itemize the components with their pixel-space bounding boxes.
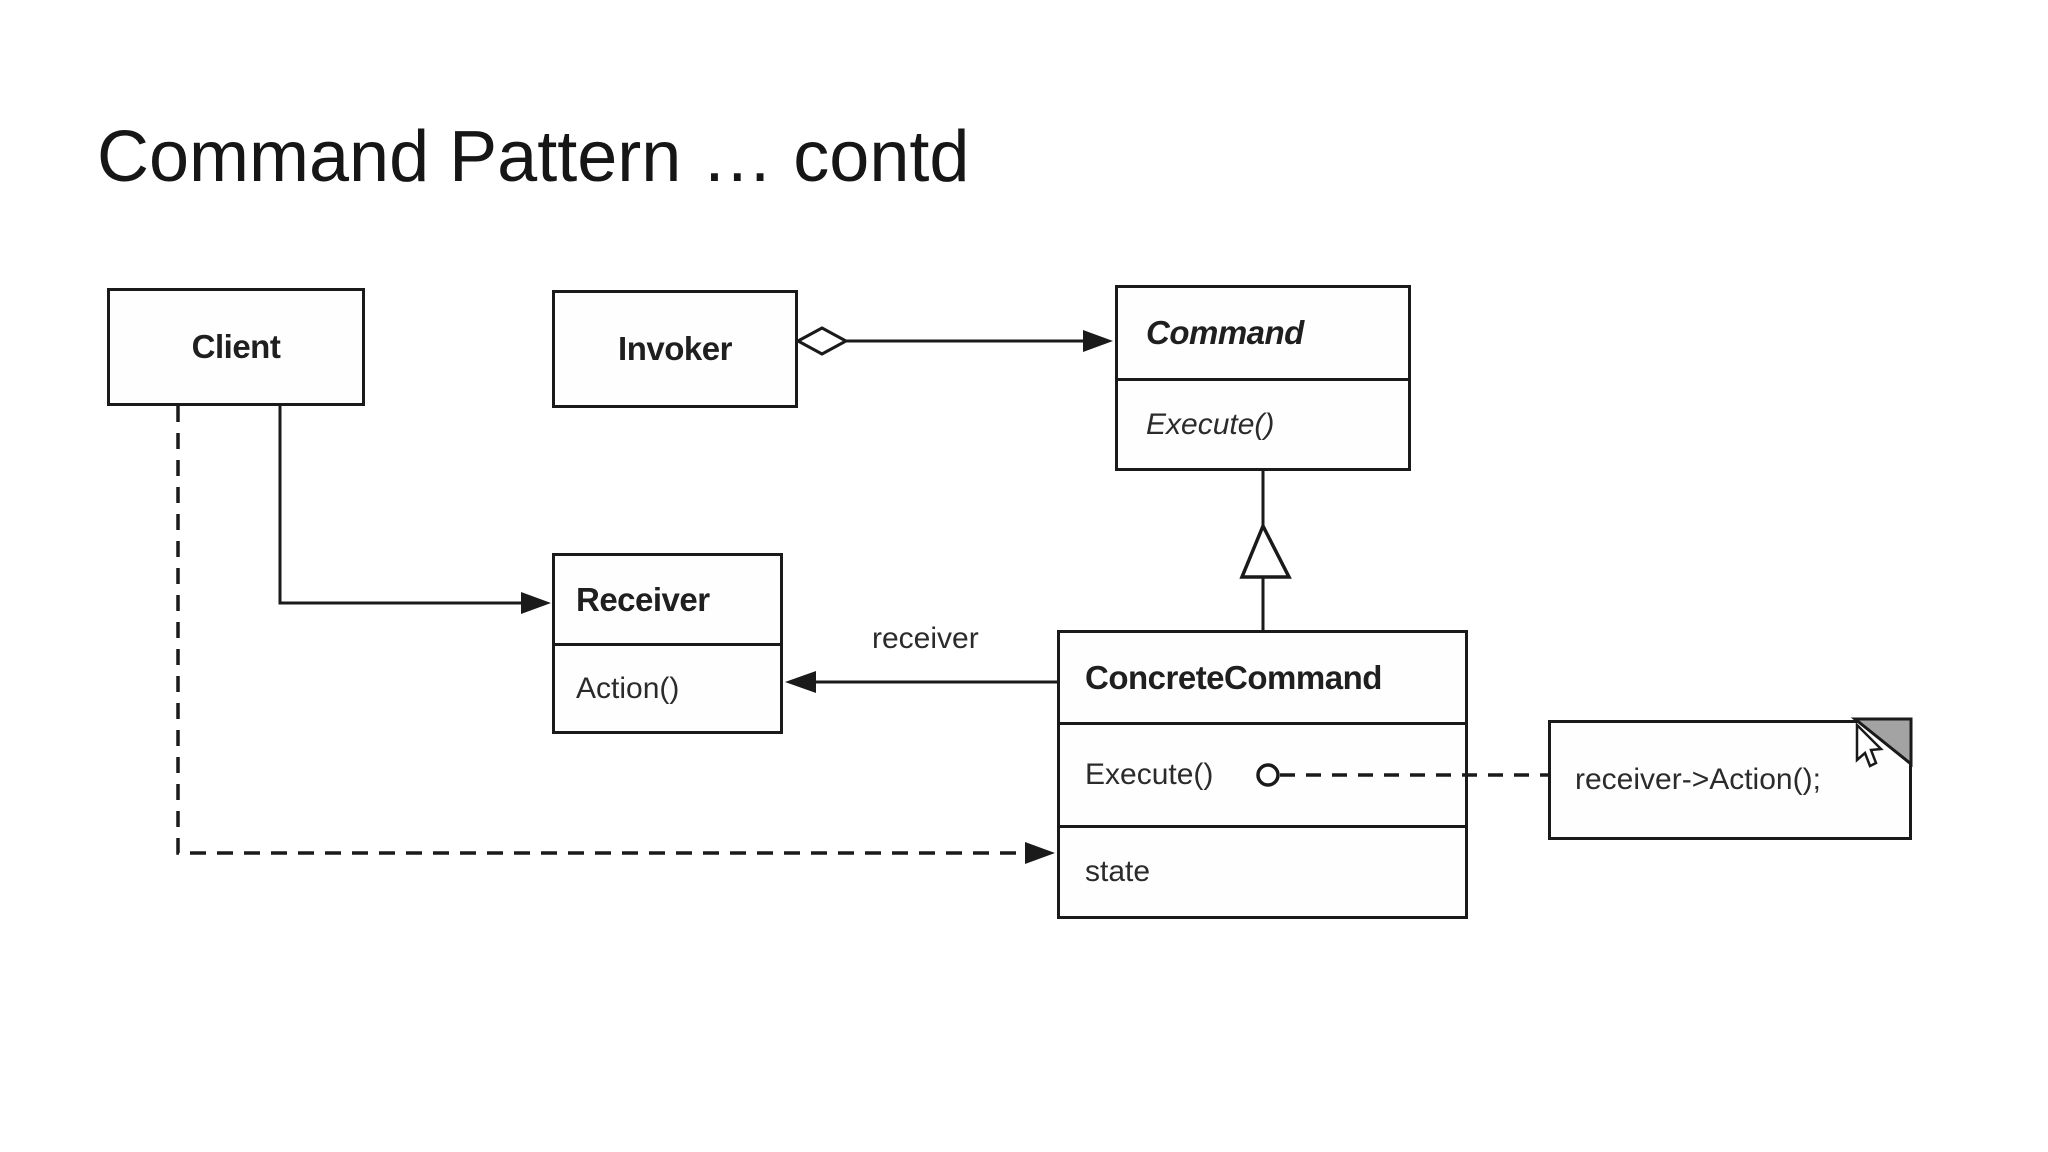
client-receiver-line: [278, 406, 524, 605]
client-receiver-arrowhead-icon: [521, 592, 551, 614]
class-name-client: Client: [191, 328, 281, 365]
inheritance-triangle-icon: [1239, 521, 1292, 579]
class-name-receiver: Receiver: [576, 580, 710, 618]
class-name-invoker: Invoker: [618, 330, 732, 367]
class-box-concrete-command: ConcreteCommand Execute() state: [1057, 630, 1468, 919]
slide-title: Command Pattern … contd: [97, 117, 970, 197]
class-box-client: Client: [107, 288, 365, 406]
class-name-concrete-command: ConcreteCommand: [1085, 658, 1382, 696]
association-label-receiver: receiver: [872, 622, 979, 655]
note-text: receiver->Action();: [1575, 763, 1821, 796]
class-attribute-concrete-state: state: [1060, 825, 1465, 916]
class-box-command: Command Execute(): [1115, 285, 1411, 471]
aggregation-diamond-icon: [794, 326, 850, 356]
receiver-association-arrowhead-icon: [785, 671, 816, 693]
class-name-command: Command: [1146, 314, 1304, 351]
client-concrete-arrowhead-icon: [1025, 842, 1055, 864]
class-method-receiver-action: Action(): [555, 643, 780, 731]
class-method-concrete-execute: Execute(): [1060, 722, 1465, 825]
aggregation-arrowhead-icon: [1083, 330, 1113, 352]
note-box: receiver->Action();: [1548, 720, 1912, 840]
class-method-command-execute: Execute(): [1118, 378, 1408, 468]
class-box-receiver: Receiver Action(): [552, 553, 783, 734]
class-box-invoker: Invoker: [552, 290, 798, 408]
